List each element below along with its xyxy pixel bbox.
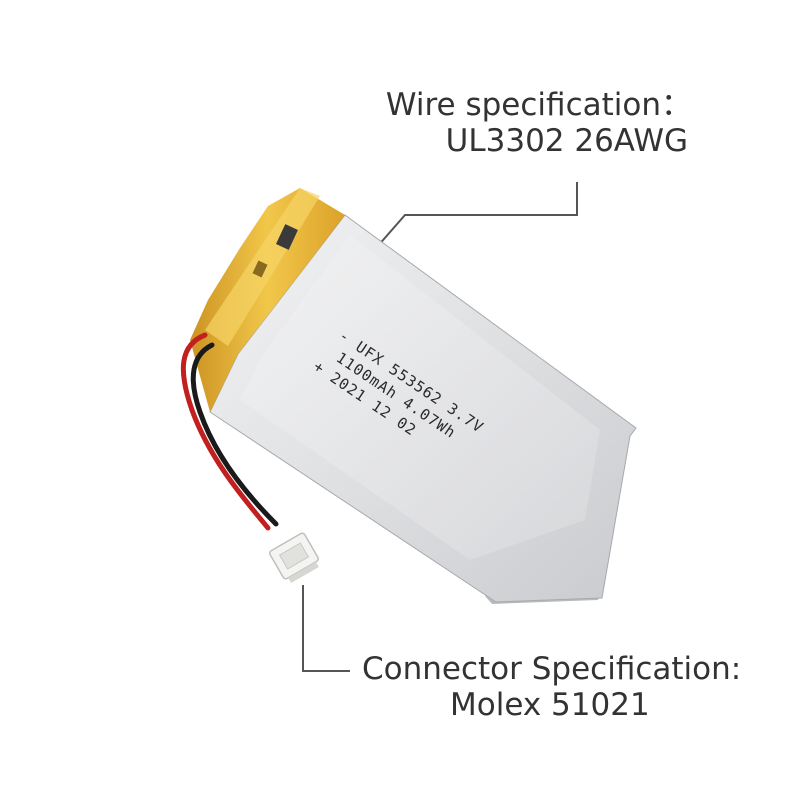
black-wire — [190, 342, 279, 527]
connector — [269, 532, 319, 584]
connector-leader-line — [302, 585, 350, 672]
red-wire — [180, 332, 271, 531]
pcb-component — [252, 260, 268, 278]
connector-spec-value: Molex 51021 — [450, 686, 650, 723]
battery-tab-tape — [190, 188, 345, 412]
wire-spec-callout: Wire specification： UL3302 26AWG — [385, 87, 692, 159]
wire-spec-title: Wire specification： — [385, 87, 692, 123]
connector-spec-title: Connector Specification: — [362, 651, 742, 687]
connector-spec-callout: Connector Specification: Molex 51021 — [362, 651, 742, 723]
pcb-chip — [276, 224, 298, 250]
battery-highlight — [240, 235, 600, 560]
wire-spec-value: UL3302 26AWG — [445, 122, 688, 159]
